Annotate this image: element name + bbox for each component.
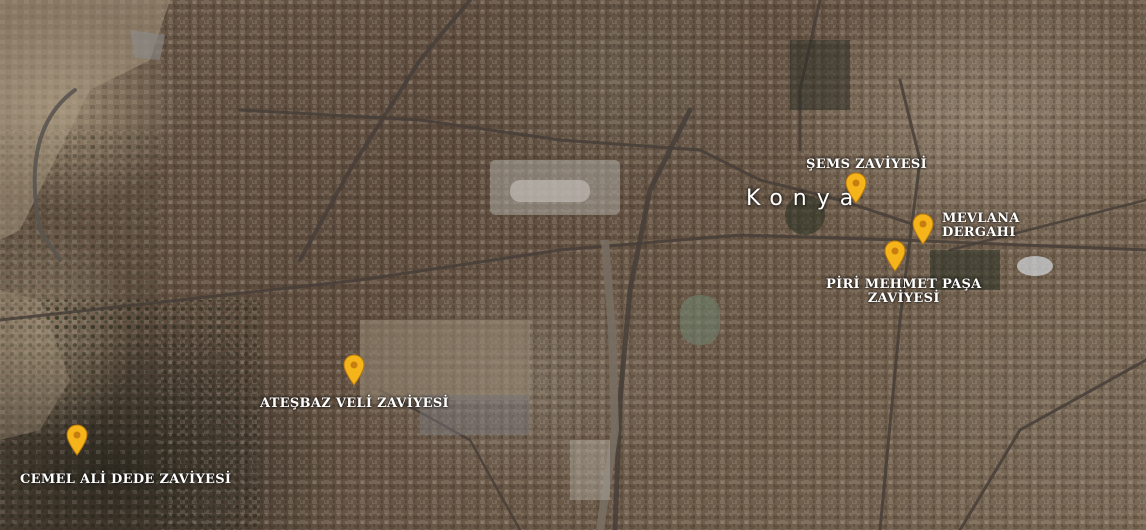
place-label-mevlana-line2: DERGAHI	[942, 225, 1016, 240]
map-pin-mevlana[interactable]	[912, 213, 934, 245]
map-pin-piri[interactable]	[884, 240, 906, 272]
city-label-konya: Konya	[746, 186, 864, 211]
place-label-cemel: CEMEL ALİ DEDE ZAVİYESİ	[20, 472, 232, 487]
place-label-atesbaz: ATEŞBAZ VELİ ZAVİYESİ	[260, 396, 449, 411]
map-pin-atesbaz[interactable]	[343, 354, 365, 386]
map-pin-sems[interactable]	[845, 172, 867, 204]
map-pin-cemel[interactable]	[66, 424, 88, 456]
place-label-sems: ŞEMS ZAVİYESİ	[806, 157, 927, 172]
place-label-piri: PİRİ MEHMET PAŞA ZAVİYESİ	[826, 278, 982, 306]
place-label-mevlana-line1: MEVLANA	[942, 211, 1020, 226]
place-label-piri-line1: PİRİ MEHMET PAŞA	[826, 277, 982, 292]
place-label-piri-line2: ZAVİYESİ	[867, 291, 940, 306]
place-label-mevlana: MEVLANA DERGAHI	[942, 212, 1020, 240]
